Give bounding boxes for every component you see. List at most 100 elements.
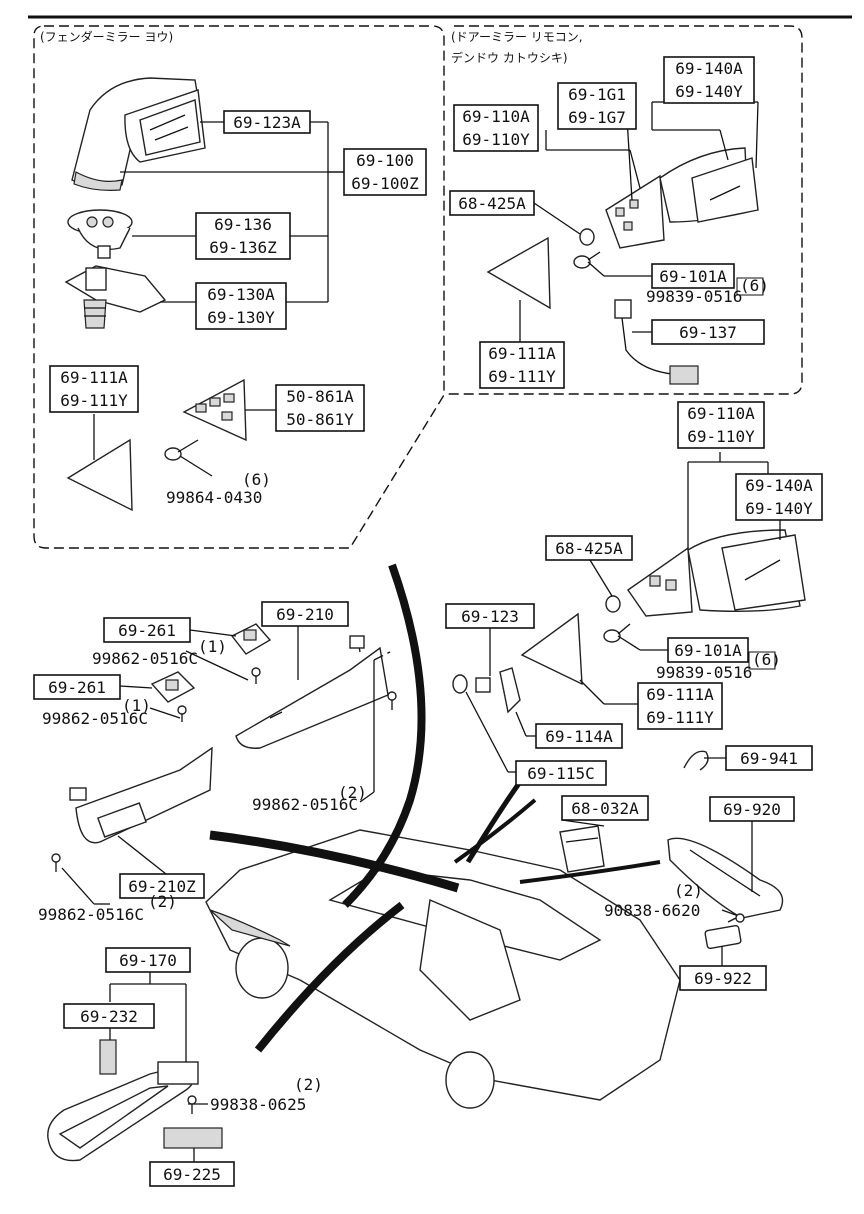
svg-text:69-1G1: 69-1G1 [568,85,626,104]
svg-text:68-425A: 68-425A [555,539,623,558]
leader-stroke-map-lamp [453,798,537,864]
svg-text:69-137: 69-137 [679,323,737,342]
svg-text:69-232: 69-232 [80,1007,138,1026]
screw-quantity: (2) [674,881,703,900]
svg-text:50-861A: 50-861A [286,387,354,406]
callout-69-137: 69-137 [651,319,765,345]
callout-69-110A-top: 69-110A 69-110Y [453,104,539,152]
callout-69-136: 69-136 69-136Z [195,212,291,260]
svg-text:69-136Z: 69-136Z [209,238,277,257]
svg-text:69-210Z: 69-210Z [128,877,196,896]
mirror-cover [163,1127,223,1149]
svg-text:69-130Y: 69-130Y [207,308,275,327]
triangle-cover-left [66,438,133,512]
callout-69-261-upper: 69-261 [103,617,191,643]
screw-quantity: (2) [148,892,177,911]
callout-69-123A: 69-123A [223,110,311,134]
screw-right-top [573,251,601,269]
svg-text:69-100Z: 69-100Z [351,174,419,193]
screw-part-number: 99839-0516 [656,663,752,682]
callout-69-1G1: 69-1G1 69-1G7 [557,82,637,130]
sedan-car-body [205,829,681,1109]
callout-69-100: 69-100 69-100Z [343,148,427,196]
screw-part-number: 99864-0430 [166,488,262,507]
leader-stroke-visor [209,830,460,893]
door-mirror-group-outline [448,25,803,395]
screw-part-number: 99862-0516C [252,795,358,814]
screw-quantity: (1) [198,637,227,656]
callout-69-111A-mid: 69-111A 69-111Y [637,682,723,730]
callout-69-140A-top: 69-140A 69-140Y [663,56,755,104]
leader-stroke-center [465,780,523,864]
callout-69-225: 69-225 [149,1161,235,1187]
grip-cap [704,924,742,950]
svg-text:69-110Y: 69-110Y [462,130,530,149]
leader-stroke-assist-grip [519,860,661,884]
callout-69-114A: 69-114A [535,723,623,749]
svg-text:69-111Y: 69-111Y [60,391,128,410]
quantity-bracket [736,277,764,296]
svg-text:69-261: 69-261 [48,678,106,697]
svg-text:69-1G7: 69-1G7 [568,108,626,127]
fender-mirror-bracket [64,265,167,329]
screw-quantity: (2) [294,1075,323,1094]
callout-69-140A-mid: 69-140A 69-140Y [735,473,823,521]
svg-text:69-115C: 69-115C [527,764,594,783]
sun-visor-driver [69,746,213,844]
leader-stroke-door-mirror [342,563,426,908]
callout-69-261-lower: 69-261 [33,674,121,700]
leader-lines [61,101,781,1162]
screw-quantity: (2) [338,783,367,802]
sun-visor-passenger [235,635,389,749]
svg-text:68-032A: 68-032A [571,799,639,818]
callout-50-861A: 50-861A 50-861Y [275,384,365,432]
svg-text:69-922: 69-922 [694,969,752,988]
callout-69-210: 69-210 [261,601,349,627]
harness-top [614,299,699,385]
callout-69-110A-mid: 69-110A 69-110Y [677,401,765,449]
door-mirror-heading-line2: デンドウ カトウシキ) [451,50,568,65]
svg-text:69-111Y: 69-111Y [488,367,556,386]
svg-text:69-110A: 69-110A [687,404,755,423]
inner-garnish-left [182,378,247,442]
screw-quantity: (1) [122,696,151,715]
cap-mid [605,595,621,613]
svg-text:69-261: 69-261 [118,621,176,640]
callout-69-210Z: 69-210Z [119,873,205,899]
fender-mirror-base [67,209,133,259]
svg-text:69-136: 69-136 [214,215,272,234]
svg-text:69-111A: 69-111A [60,368,128,387]
door-mirror-assy [627,529,806,617]
screw-part-number: 99839-0516 [646,287,742,306]
callout-69-941: 69-941 [725,745,813,771]
triangle-cover-mid [520,612,583,686]
svg-text:69-130A: 69-130A [207,285,275,304]
map-lamp-lens [559,825,605,873]
callout-69-123: 69-123 [445,603,535,629]
callout-69-920: 69-920 [709,796,795,822]
screw-part-number: 99862-0516C [92,649,198,668]
svg-text:69-111Y: 69-111Y [646,708,714,727]
screw-left-1 [164,439,199,461]
screw-quantity: (6) [740,276,769,295]
svg-text:69-140Y: 69-140Y [745,499,813,518]
svg-text:69-100: 69-100 [356,151,414,170]
svg-text:69-140A: 69-140A [745,476,813,495]
svg-text:69-101A: 69-101A [659,267,727,286]
screw-part-number: 90838-6620 [604,901,700,920]
cap-top [579,228,595,246]
callout-69-922: 69-922 [679,965,767,991]
rearview-mirror [47,1039,199,1162]
svg-text:69-111A: 69-111A [646,685,714,704]
svg-text:69-225: 69-225 [163,1165,221,1184]
callout-69-101A-mid: 69-101A [667,637,749,663]
svg-text:69-920: 69-920 [723,800,781,819]
callout-69-111A-left: 69-111A 69-111Y [49,365,139,413]
coat-hook [683,750,709,771]
callout-68-425A-mid: 68-425A [545,535,633,561]
triangle-cover-top [486,236,551,310]
svg-text:69-110Y: 69-110Y [687,427,755,446]
fender-mirror-heading: (フェンダーミラー ヨウ) [40,29,173,44]
door-mirror-heading-line1: (ドアーミラー リモコン, [451,30,583,44]
